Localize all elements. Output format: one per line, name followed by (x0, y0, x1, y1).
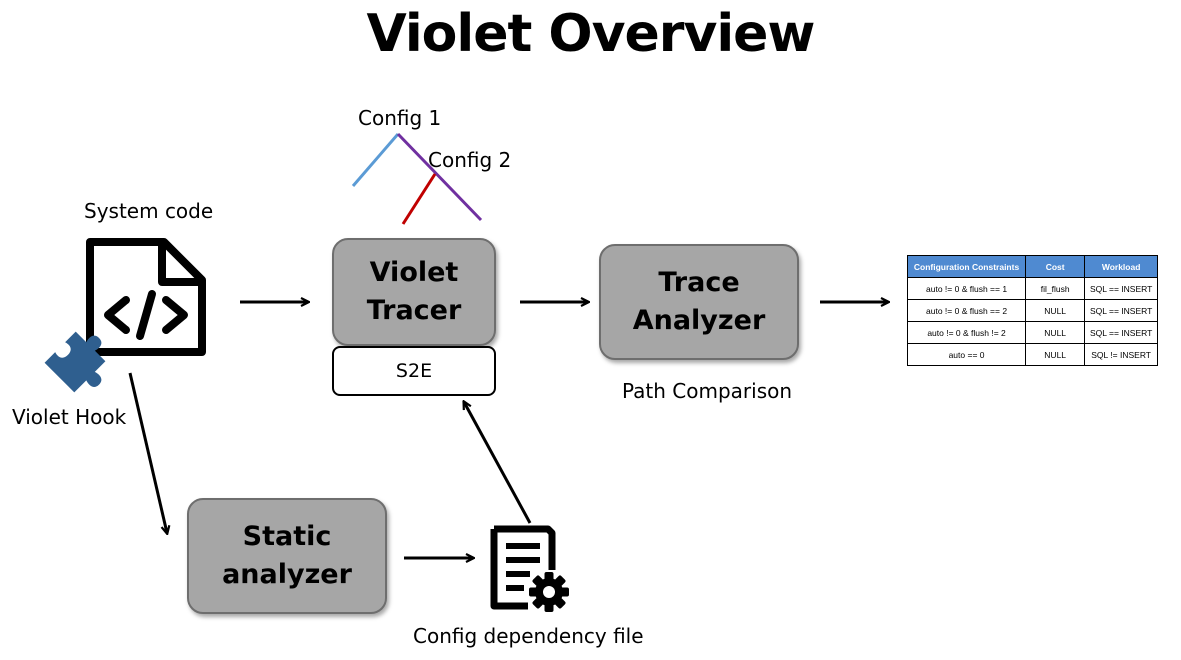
table-header-workload: Workload (1084, 255, 1158, 278)
static-analyzer-line2: analyzer (222, 559, 352, 590)
table-cell: auto != 0 & flush == 1 (906, 277, 1027, 300)
table-row: auto != 0 & flush == 2 NULL SQL == INSER… (906, 299, 1158, 322)
s2e-label: S2E (395, 360, 433, 382)
config-split-branch (401, 173, 437, 225)
table-row: auto != 0 & flush == 1 fil_flush SQL == … (906, 277, 1158, 300)
table-cell: fil_flush (1025, 277, 1086, 300)
static-analyzer-line1: Static (242, 521, 332, 552)
page-title: Violet Overview (366, 4, 816, 64)
table-cell: NULL (1025, 299, 1086, 322)
table-row: auto == 0 NULL SQL != INSERT (906, 343, 1158, 366)
violet-hook-label: Violet Hook (12, 405, 127, 429)
table-cell: SQL == INSERT (1084, 321, 1158, 344)
violet-tracer-line2: Tracer (366, 295, 462, 326)
table-cell: NULL (1025, 343, 1086, 366)
violet-tracer-line1: Violet (369, 257, 459, 288)
s2e-box: S2E (332, 346, 496, 396)
violet-tracer-box: Violet Tracer (332, 238, 496, 346)
arrow-config-to-s2e (464, 402, 532, 524)
config1-branch (351, 133, 400, 187)
system-code-label: System code (84, 199, 214, 223)
puzzle-piece-icon (44, 331, 106, 393)
table-header-constraints: Configuration Constraints (906, 255, 1027, 278)
document-gear-icon (490, 525, 569, 612)
config-dependency-file-label: Config dependency file (413, 624, 644, 648)
config-constraints-table: Configuration Constraints Cost Workload … (906, 255, 1158, 366)
table-cell: auto != 0 & flush == 2 (906, 299, 1027, 322)
table-header-cost: Cost (1025, 255, 1086, 278)
code-file-icon (86, 238, 206, 356)
table-cell: SQL == INSERT (1084, 277, 1158, 300)
config2-branch (396, 132, 483, 222)
table-cell: SQL != INSERT (1084, 343, 1158, 366)
table-row: auto != 0 & flush != 2 NULL SQL == INSER… (906, 321, 1158, 344)
trace-analyzer-line1: Trace (658, 267, 740, 298)
trace-analyzer-line2: Analyzer (632, 305, 766, 336)
config2-label: Config 2 (428, 148, 512, 172)
trace-analyzer-box: Trace Analyzer (599, 244, 799, 360)
table-cell: auto != 0 & flush != 2 (906, 321, 1027, 344)
static-analyzer-box: Static analyzer (187, 498, 387, 614)
table-header-row: Configuration Constraints Cost Workload (906, 255, 1158, 278)
config1-label: Config 1 (358, 106, 442, 130)
path-comparison-label: Path Comparison (622, 379, 793, 403)
table-cell: auto == 0 (906, 343, 1027, 366)
table-cell: NULL (1025, 321, 1086, 344)
table-cell: SQL == INSERT (1084, 299, 1158, 322)
arrow-hook-to-static (128, 372, 167, 533)
